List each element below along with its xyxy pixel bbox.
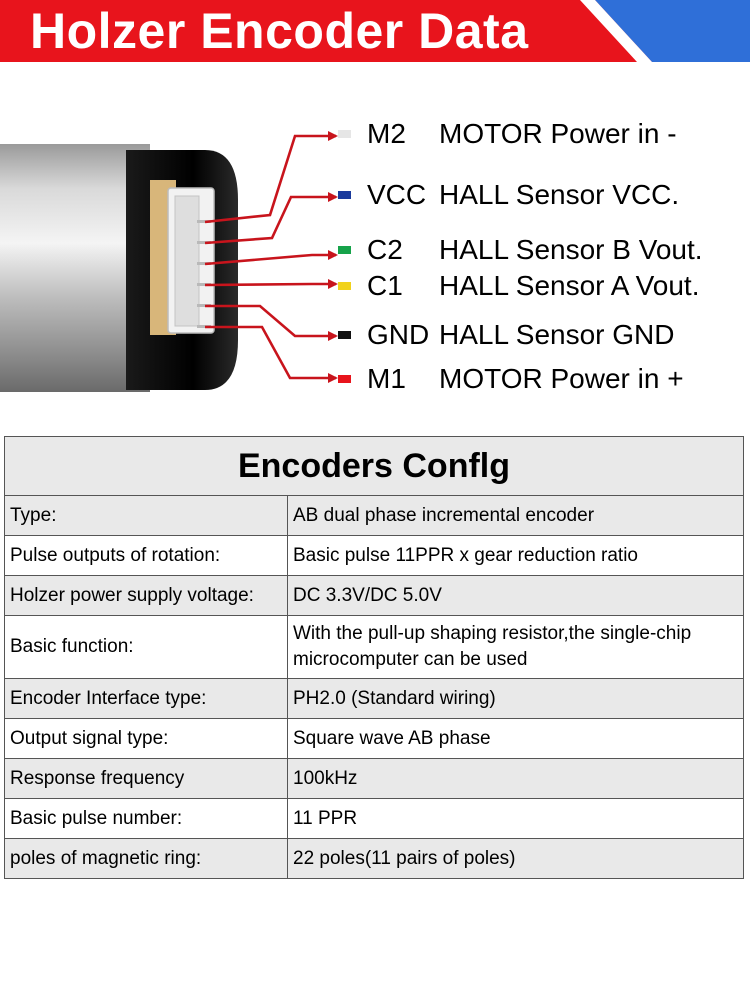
table-row: Basic function: With the pull-up shaping…: [4, 615, 744, 679]
row-key: Encoder Interface type:: [4, 678, 288, 719]
pin-row-m2: M2 MOTOR Power in -: [338, 114, 677, 154]
row-value: With the pull-up shaping resistor,the si…: [287, 615, 744, 679]
pin-code: C1: [367, 270, 403, 301]
table-row: Type: AB dual phase incremental encoder: [4, 495, 744, 536]
pin-description: MOTOR Power in +: [439, 363, 684, 394]
table-row: Basic pulse number: 11 PPR: [4, 798, 744, 839]
row-key: poles of magnetic ring:: [4, 838, 288, 879]
pin-row-gnd: GND HALL Sensor GND: [338, 315, 675, 355]
row-value: Basic pulse 11PPR x gear reduction ratio: [287, 535, 744, 576]
encoders-config-table: Encoders Conflg Type: AB dual phase incr…: [4, 436, 744, 879]
pin-code: GND: [367, 319, 430, 350]
row-value: 11 PPR: [287, 798, 744, 839]
motor-illustration: M2 MOTOR Power in - VCC HALL Sensor VCC.…: [0, 70, 750, 430]
row-key: Response frequency: [4, 758, 288, 799]
pin-code: M2: [367, 118, 406, 149]
row-value: 22 poles(11 pairs of poles): [287, 838, 744, 879]
pin-code: VCC: [367, 179, 427, 210]
title-banner: Holzer Encoder Data: [0, 0, 750, 62]
row-key: Output signal type:: [4, 718, 288, 759]
pin-description: MOTOR Power in -: [439, 118, 677, 149]
table-title: Encoders Conflg: [4, 436, 744, 496]
pin-color-swatch: [338, 246, 351, 254]
pin-description: HALL Sensor A Vout.: [439, 270, 700, 301]
row-value: PH2.0 (Standard wiring): [287, 678, 744, 719]
table-row: poles of magnetic ring: 22 poles(11 pair…: [4, 838, 744, 879]
pin-code: C2: [367, 234, 403, 265]
row-key: Basic pulse number:: [4, 798, 288, 839]
connector-slot: [174, 195, 200, 327]
pin-description: HALL Sensor VCC.: [439, 179, 680, 210]
row-key: Holzer power supply voltage:: [4, 575, 288, 616]
row-key: Type:: [4, 495, 288, 536]
pin-color-swatch: [338, 191, 351, 199]
row-value: Square wave AB phase: [287, 718, 744, 759]
pin-row-vcc: VCC HALL Sensor VCC.: [338, 175, 679, 215]
pin-code: M1: [367, 363, 406, 394]
pin-description: HALL Sensor GND: [439, 319, 675, 350]
table-row: Pulse outputs of rotation: Basic pulse 1…: [4, 535, 744, 576]
pin-row-c2: C2 HALL Sensor B Vout.: [338, 230, 703, 270]
motor-encoder-drawing: [0, 131, 338, 392]
row-key: Pulse outputs of rotation:: [4, 535, 288, 576]
table-row: Holzer power supply voltage: DC 3.3V/DC …: [4, 575, 744, 616]
table-row: Response frequency 100kHz: [4, 758, 744, 799]
row-value: DC 3.3V/DC 5.0V: [287, 575, 744, 616]
pin-color-swatch: [338, 331, 351, 339]
motor-can: [0, 144, 150, 392]
pin-row-c1: C1 HALL Sensor A Vout.: [338, 266, 699, 306]
pin-color-swatch: [338, 282, 351, 290]
row-value: 100kHz: [287, 758, 744, 799]
pin-color-swatch: [338, 130, 351, 138]
table-row: Encoder Interface type: PH2.0 (Standard …: [4, 678, 744, 719]
table-header-row: Encoders Conflg: [4, 436, 744, 496]
pin-row-m1: M1 MOTOR Power in +: [338, 359, 684, 399]
banner-title: Holzer Encoder Data: [30, 3, 529, 59]
pin-description: HALL Sensor B Vout.: [439, 234, 703, 265]
row-key: Basic function:: [4, 615, 288, 679]
row-value: AB dual phase incremental encoder: [287, 495, 744, 536]
pin-color-swatch: [338, 375, 351, 383]
table-row: Output signal type: Square wave AB phase: [4, 718, 744, 759]
